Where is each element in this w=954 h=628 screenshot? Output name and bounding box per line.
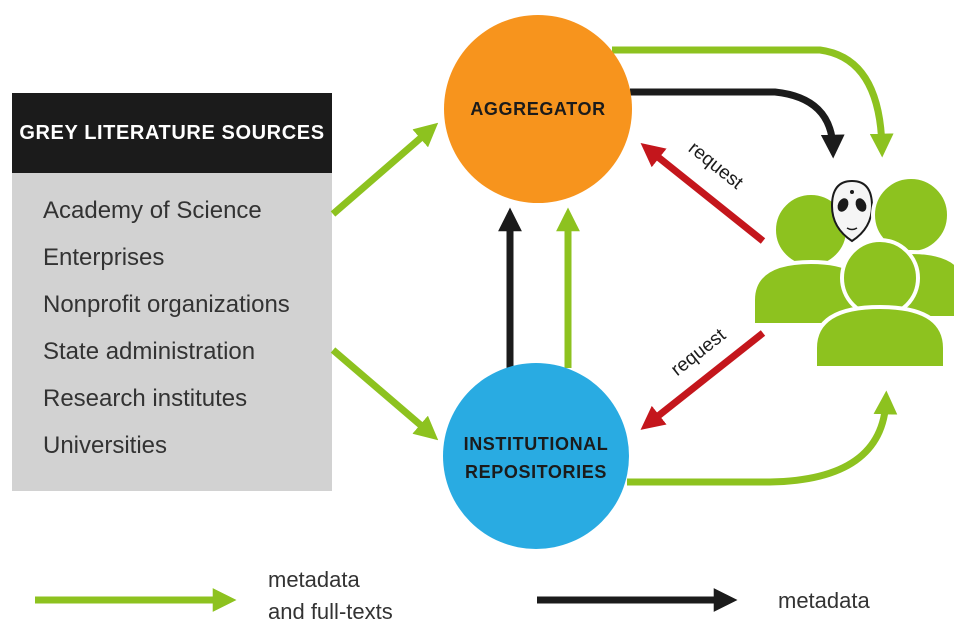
alien-icon	[830, 179, 874, 243]
user-icon	[813, 238, 947, 370]
legend-green-label: metadata and full-texts	[268, 564, 393, 628]
request-label-bottom: request	[667, 324, 730, 380]
aggregator-node: AGGREGATOR	[444, 15, 632, 203]
users-group-icon	[751, 175, 954, 370]
source-item: State administration	[43, 338, 256, 365]
repositories-node: INSTITUTIONAL REPOSITORIES	[443, 363, 629, 549]
legend-green-label-line2: and full-texts	[268, 599, 393, 624]
sources-list: Academy of Science Enterprises Nonprofit…	[43, 197, 290, 479]
source-item: Nonprofit organizations	[43, 291, 290, 318]
source-item: Academy of Science	[43, 197, 262, 224]
repositories-label-line2: REPOSITORIES	[465, 462, 607, 482]
sources-title: GREY LITERATURE SOURCES	[12, 93, 332, 173]
arrow-sources-to-repositories	[330, 347, 439, 441]
arrow-aggregator-to-users-fulltext	[612, 46, 894, 158]
aggregator-circle	[444, 15, 632, 203]
source-item: Universities	[43, 432, 168, 459]
source-item: Research institutes	[43, 385, 248, 412]
arrow-sources-to-aggregator	[330, 122, 439, 217]
repositories-circle	[443, 363, 629, 549]
arrow-aggregator-to-users-metadata	[630, 88, 845, 159]
repositories-label-line1: INSTITUTIONAL	[464, 434, 609, 454]
aggregator-label: AGGREGATOR	[470, 99, 605, 119]
grey-literature-sources-panel: GREY LITERATURE SOURCES Academy of Scien…	[12, 93, 332, 491]
arrow-repositories-to-users-fulltext	[627, 390, 898, 486]
source-item: Enterprises	[43, 244, 165, 271]
arrow-request-to-repositories	[640, 330, 766, 430]
legend-black-label: metadata	[778, 588, 870, 613]
legend-green-label-line1: metadata	[268, 567, 360, 592]
arrow-request-to-aggregator	[640, 143, 766, 244]
